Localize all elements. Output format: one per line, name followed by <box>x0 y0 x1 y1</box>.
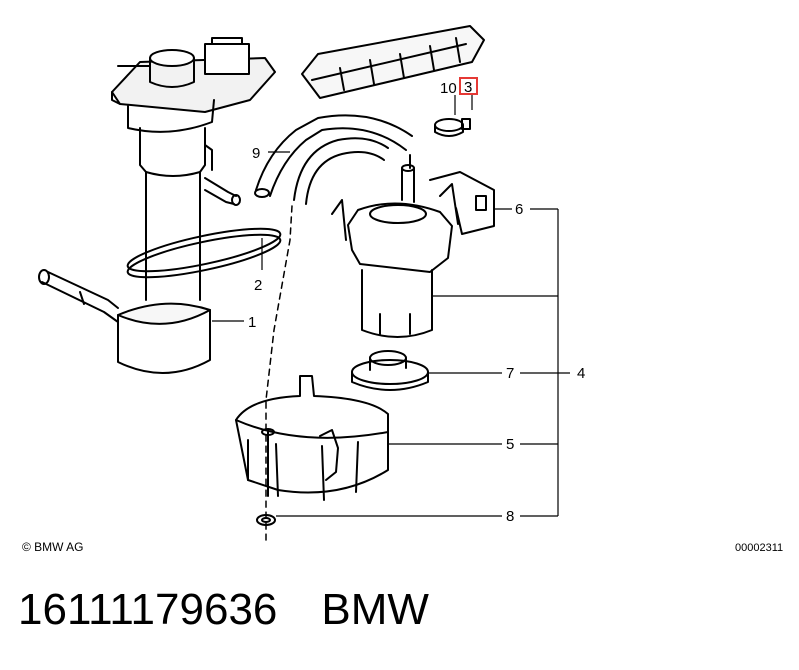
part-2-gasket <box>126 227 282 279</box>
callout-3-highlight <box>459 77 478 95</box>
part-9-fuel-hose <box>254 114 413 205</box>
part-10-hose-clamp <box>434 118 471 137</box>
brand-name: BMW <box>321 585 429 634</box>
part-number-line: 16111179636 BMW <box>18 585 429 635</box>
callout-6: 6 <box>515 201 523 218</box>
part-1-sending-unit <box>38 37 276 374</box>
leader-lines <box>212 95 570 517</box>
callout-1: 1 <box>248 314 256 331</box>
diagram-number: 00002311 <box>735 542 784 554</box>
callout-9: 9 <box>252 145 260 162</box>
callout-5: 5 <box>506 436 514 453</box>
assembly-guide-line <box>265 205 293 541</box>
callout-4: 4 <box>577 365 585 382</box>
callout-10: 10 <box>440 80 457 97</box>
part-number: 16111179636 <box>18 585 278 634</box>
copyright-notice: © BMW AG <box>22 540 84 554</box>
callout-7: 7 <box>506 365 514 382</box>
part-5-holder-basket <box>235 375 389 501</box>
part-3-cover-ring <box>301 25 485 99</box>
callout-3: 3 <box>464 79 472 96</box>
part-7-insulator <box>351 350 429 391</box>
parts-diagram: 1 2 9 10 3 6 7 4 5 8 <box>38 25 585 541</box>
callout-8: 8 <box>506 508 514 525</box>
part-6-pump-holder <box>331 154 495 338</box>
callout-2: 2 <box>254 277 262 294</box>
